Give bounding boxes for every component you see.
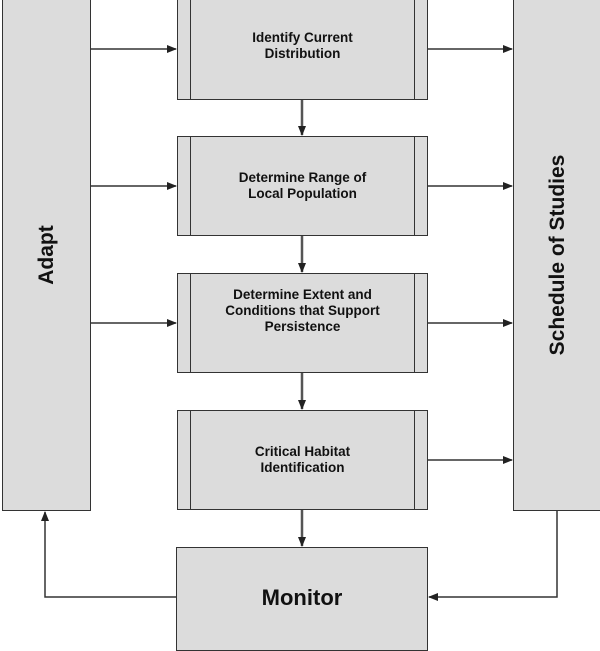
process-label: Identify Current Distribution: [252, 30, 353, 61]
process-label: Determine Range of Local Population: [238, 170, 367, 201]
arrow-schedule-to-monitor: [428, 511, 558, 601]
monitor-box: Monitor: [176, 547, 428, 651]
box-left-bar: [178, 137, 191, 235]
box-left-bar: [178, 0, 191, 99]
box-left-bar: [178, 274, 191, 372]
process-label: Critical Habitat Identification: [254, 444, 351, 475]
process-box-critical-habitat: Critical Habitat Identification: [177, 410, 428, 510]
box-right-bar: [414, 137, 427, 235]
process-box-determine-range: Determine Range of Local Population: [177, 136, 428, 236]
box-right-bar: [414, 0, 427, 99]
box-left-bar: [178, 411, 191, 509]
schedule-of-studies-box: Schedule of Studies: [513, 0, 600, 511]
arrow-monitor-to-adapt: [41, 511, 176, 598]
monitor-label: Monitor: [261, 585, 343, 610]
adapt-label: Adapt: [34, 224, 58, 285]
box-right-bar: [414, 274, 427, 372]
adapt-box: Adapt: [2, 0, 91, 511]
box-right-bar: [414, 411, 427, 509]
process-box-determine-extent: Determine Extent and Conditions that Sup…: [177, 273, 428, 373]
process-label: Determine Extent and Conditions that Sup…: [225, 287, 380, 334]
process-box-identify-distribution: Identify Current Distribution: [177, 0, 428, 100]
schedule-of-studies-label: Schedule of Studies: [546, 154, 569, 355]
